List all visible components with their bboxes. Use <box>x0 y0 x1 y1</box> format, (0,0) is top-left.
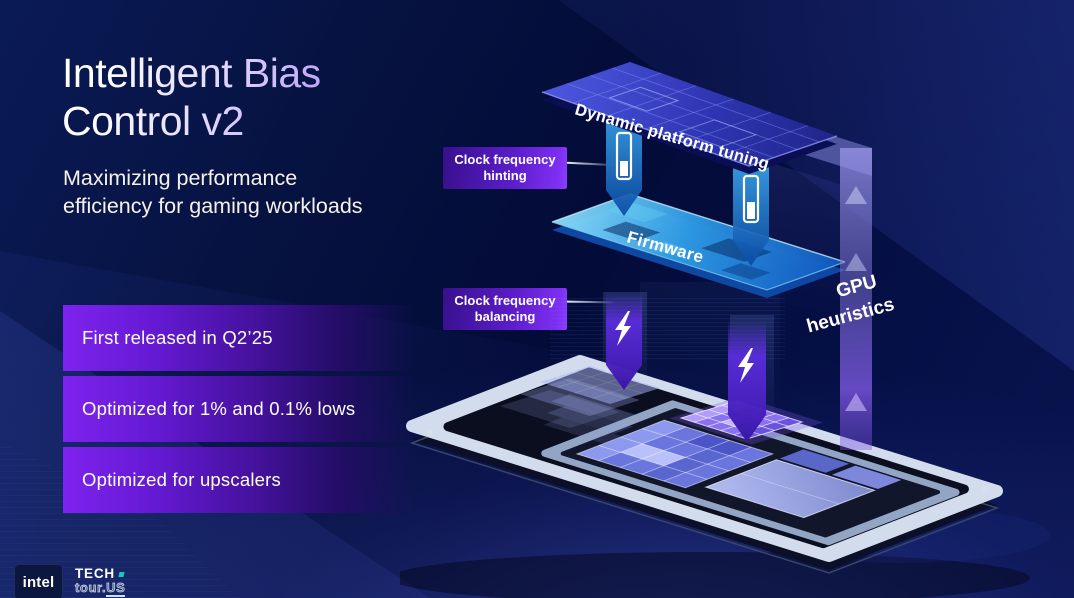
die-tile <box>706 460 875 518</box>
lightning-icon <box>738 348 754 383</box>
soc-architecture-diagram: Dynamic platform tuning Firmware <box>400 30 1074 598</box>
dynamic-platform-tuning-layer <box>541 62 838 174</box>
footer-logos: intel TECH tour.US <box>14 564 126 598</box>
up-arrow-icon <box>845 393 867 411</box>
battery-icon <box>742 174 760 224</box>
bullet-text: Optimized for upscalers <box>82 469 281 490</box>
bullet-bar: First released in Q2’25 <box>63 305 417 371</box>
subtitle-line: Maximizing performance <box>63 166 298 190</box>
bullet-bar: Optimized for 1% and 0.1% lows <box>63 376 417 442</box>
clock-balance-arrow <box>606 292 642 390</box>
clock-hint-arrow <box>733 165 769 266</box>
up-arrow-icon <box>845 186 867 204</box>
subtitle-line: efficiency for gaming workloads <box>63 194 363 219</box>
subtitle: Maximizing performance efficiency for ga… <box>63 164 363 221</box>
teal-dot-icon <box>118 571 125 577</box>
lightning-icon <box>615 311 631 346</box>
tech-tour-logo-text: TECH <box>75 566 115 581</box>
bullet-text: Optimized for 1% and 0.1% lows <box>82 398 356 419</box>
title-line: Control v2 <box>62 97 244 144</box>
corner-screw <box>427 429 433 435</box>
tech-tour-logo-text: US <box>106 580 126 598</box>
corner-screw <box>982 486 988 492</box>
bullet-bar: Optimized for upscalers <box>63 447 417 513</box>
page-title: Intelligent Bias Control v2 <box>62 50 321 146</box>
title-line: Intelligent Bias <box>62 50 321 96</box>
die-tile-grid <box>577 420 773 488</box>
tech-tour-logo: TECH tour.US <box>75 564 126 598</box>
tech-tour-logo-text: tour. <box>75 580 107 596</box>
bullet-text: First released in Q2’25 <box>82 327 273 348</box>
battery-icon <box>615 131 633 181</box>
callout-clock-frequency-hinting: Clock frequency hinting <box>443 147 567 189</box>
die-tile <box>779 449 850 473</box>
up-arrow-icon <box>845 253 867 271</box>
callout-clock-frequency-balancing: Clock frequency balancing <box>443 288 567 330</box>
clock-hint-arrow <box>606 115 642 216</box>
clock-balance-arrow <box>728 320 766 442</box>
die-tile <box>831 465 902 490</box>
bullet-list: First released in Q2’25 Optimized for 1%… <box>63 305 417 518</box>
chip-shadow <box>400 552 1030 598</box>
gpu-heuristics-pipe <box>840 148 872 450</box>
intel-logo: intel <box>14 564 63 598</box>
